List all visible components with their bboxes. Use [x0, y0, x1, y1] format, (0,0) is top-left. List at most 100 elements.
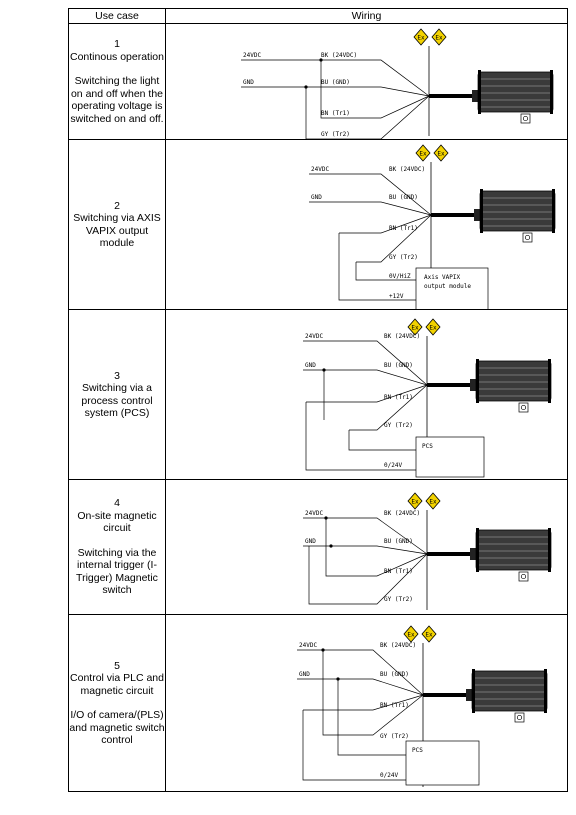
- ex-mark-label: Ex: [435, 35, 443, 42]
- bu-label: BU (GND): [321, 79, 350, 86]
- ex-mark-icon: [421, 625, 437, 643]
- junction-dot: [322, 368, 326, 372]
- use-case-title: On-site magnetic circuit: [77, 509, 157, 535]
- module-box: [415, 436, 485, 478]
- supply-label: 24VDC: [305, 510, 323, 517]
- wire-labels: 24VDC GND BK (24VDC) BU (GND) BN (Tr1) G…: [305, 333, 433, 469]
- ex-mark-label: Ex: [407, 632, 415, 639]
- supply-label: 24VDC: [311, 166, 329, 173]
- module-box: [405, 740, 480, 786]
- wires: [303, 340, 428, 471]
- terminal-b-label: +12V: [389, 293, 404, 300]
- use-case-number: 2: [114, 199, 120, 212]
- junction-dot: [329, 544, 333, 548]
- terminal-a-label: 0V/HiZ: [389, 273, 411, 280]
- ex-mark-label: Ex: [411, 325, 419, 332]
- wiring-diagram-5: Ex Ex 24VDC GND BK (24VDC) BU (GND) BN (…: [166, 615, 567, 791]
- gnd-label: GND: [311, 194, 322, 201]
- use-case-description: Switching the light on and off when the …: [70, 75, 164, 125]
- ex-mark-icon: [413, 28, 429, 46]
- bn-label: BN (Tr1): [384, 394, 413, 401]
- supply-label: 24VDC: [299, 642, 317, 649]
- bn-label: BN (Tr1): [380, 702, 409, 709]
- wiring-svg: Ex Ex 24VDC GND BK (24VDC) BU (GND) BN (…: [241, 28, 554, 139]
- bn-label: BN (Tr1): [384, 568, 413, 575]
- module-label-2: output module: [424, 283, 471, 290]
- ex-mark-icon: [433, 144, 449, 162]
- use-case-1: 1 Continous operation Switching the ligh…: [69, 24, 165, 139]
- module-box: [415, 267, 489, 309]
- bk-label: BK (24VDC): [384, 510, 420, 517]
- wire-labels: 24VDC GND BK (24VDC) BU (GND) BN (Tr1) G…: [311, 166, 471, 300]
- bk-label: BK (24VDC): [321, 52, 357, 59]
- bn-label: BN (Tr1): [389, 225, 418, 232]
- ex-mark-label: Ex: [429, 325, 437, 332]
- row-divider: [69, 479, 567, 480]
- junction-dot: [336, 677, 340, 681]
- gy-label: GY (Tr2): [384, 422, 413, 429]
- use-case-title: Switching via a process control system (…: [81, 382, 153, 419]
- supply-label: 24VDC: [243, 52, 261, 59]
- wire-labels: 24VDC GND BK (24VDC) BU (GND) BN (Tr1) G…: [305, 510, 420, 603]
- row-divider: [69, 309, 567, 310]
- column-divider: [165, 9, 166, 791]
- wiring-diagram-1: Ex Ex 24VDC GND BK (24VDC) BU (GND) BN (…: [166, 24, 567, 139]
- junction-dot: [319, 58, 323, 62]
- gnd-label: GND: [305, 362, 316, 369]
- light-device: [431, 189, 556, 243]
- use-case-description: Switching via the internal trigger (I-Tr…: [76, 546, 158, 597]
- bk-label: BK (24VDC): [389, 166, 425, 173]
- junction-dot: [321, 648, 325, 652]
- wiring-svg: Ex Ex 24VDC GND BK (24VDC) BU (GND) BN (…: [297, 625, 548, 787]
- ex-mark-label: Ex: [437, 151, 445, 158]
- gy-label: GY (Tr2): [380, 733, 409, 740]
- terminal-a-label: 0/24V: [380, 772, 398, 779]
- use-case-number: 3: [114, 369, 120, 382]
- wires: [303, 517, 428, 605]
- ex-marks: Ex Ex: [407, 318, 441, 336]
- gy-label: GY (Tr2): [321, 131, 350, 138]
- wire-labels: 24VDC GND BK (24VDC) BU (GND) BN (Tr1) G…: [243, 52, 357, 138]
- bn-label: BN (Tr1): [321, 110, 350, 117]
- use-case-2: 2 Switching via AXIS VAPIX output module: [69, 140, 165, 309]
- wiring-diagram-3: Ex Ex 24VDC GND BK (24VDC) BU (GND) BN (: [166, 310, 567, 479]
- wiring-diagram-4: Ex Ex 24VDC GND BK (24VDC) BU (GND) BN (…: [166, 480, 567, 614]
- ex-mark-icon: [403, 625, 419, 643]
- wiring-svg: Ex Ex 24VDC GND BK (24VDC) BU (GND) BN (…: [303, 492, 552, 610]
- ex-mark-label: Ex: [425, 632, 433, 639]
- supply-label: 24VDC: [305, 333, 323, 340]
- use-case-number: 5: [114, 659, 120, 672]
- use-case-5: 5 Control via PLC and magnetic circuit I…: [69, 615, 165, 791]
- use-case-number: 4: [114, 497, 120, 510]
- light-device: [423, 669, 548, 723]
- wiring-diagram-2: Ex Ex 24VDC GND BK (24VDC) BU (GND) BN (…: [166, 140, 567, 309]
- header-wiring: Wiring: [351, 10, 382, 22]
- bu-label: BU (GND): [380, 671, 409, 678]
- wiring-svg: Ex Ex 24VDC GND BK (24VDC) BU (GND) BN (: [303, 318, 552, 478]
- ex-marks: Ex Ex: [413, 28, 447, 46]
- wires: [241, 59, 430, 139]
- use-case-title: Switching via AXIS VAPIX output module: [73, 212, 161, 249]
- bk-label: BK (24VDC): [380, 642, 416, 649]
- bu-label: BU (GND): [384, 538, 413, 545]
- bk-label: BK (24VDC): [384, 333, 420, 340]
- ex-mark-icon: [407, 318, 423, 336]
- gnd-label: GND: [243, 79, 254, 86]
- gy-label: GY (Tr2): [384, 596, 413, 603]
- junction-dot: [324, 516, 328, 520]
- ex-mark-icon: [425, 492, 441, 510]
- light-device: [427, 359, 552, 413]
- wiring-table: Use case Wiring 1 Continous operation Sw…: [68, 8, 568, 792]
- wiring-svg: Ex Ex 24VDC GND BK (24VDC) BU (GND) BN (…: [309, 144, 556, 309]
- row-divider: [69, 614, 567, 615]
- use-case-description: I/O of camera/(PLS) and magnetic switch …: [69, 709, 165, 746]
- module-label: PCS: [422, 443, 433, 450]
- ex-mark-icon: [407, 492, 423, 510]
- ex-marks: Ex Ex: [415, 144, 449, 162]
- ex-mark-icon: [431, 28, 447, 46]
- module-label: Axis VAPIX: [424, 274, 461, 281]
- header-use-case: Use case: [95, 10, 139, 22]
- light-device: [427, 528, 552, 582]
- gnd-label: GND: [305, 538, 316, 545]
- use-case-4: 4 On-site magnetic circuit Switching via…: [69, 480, 165, 614]
